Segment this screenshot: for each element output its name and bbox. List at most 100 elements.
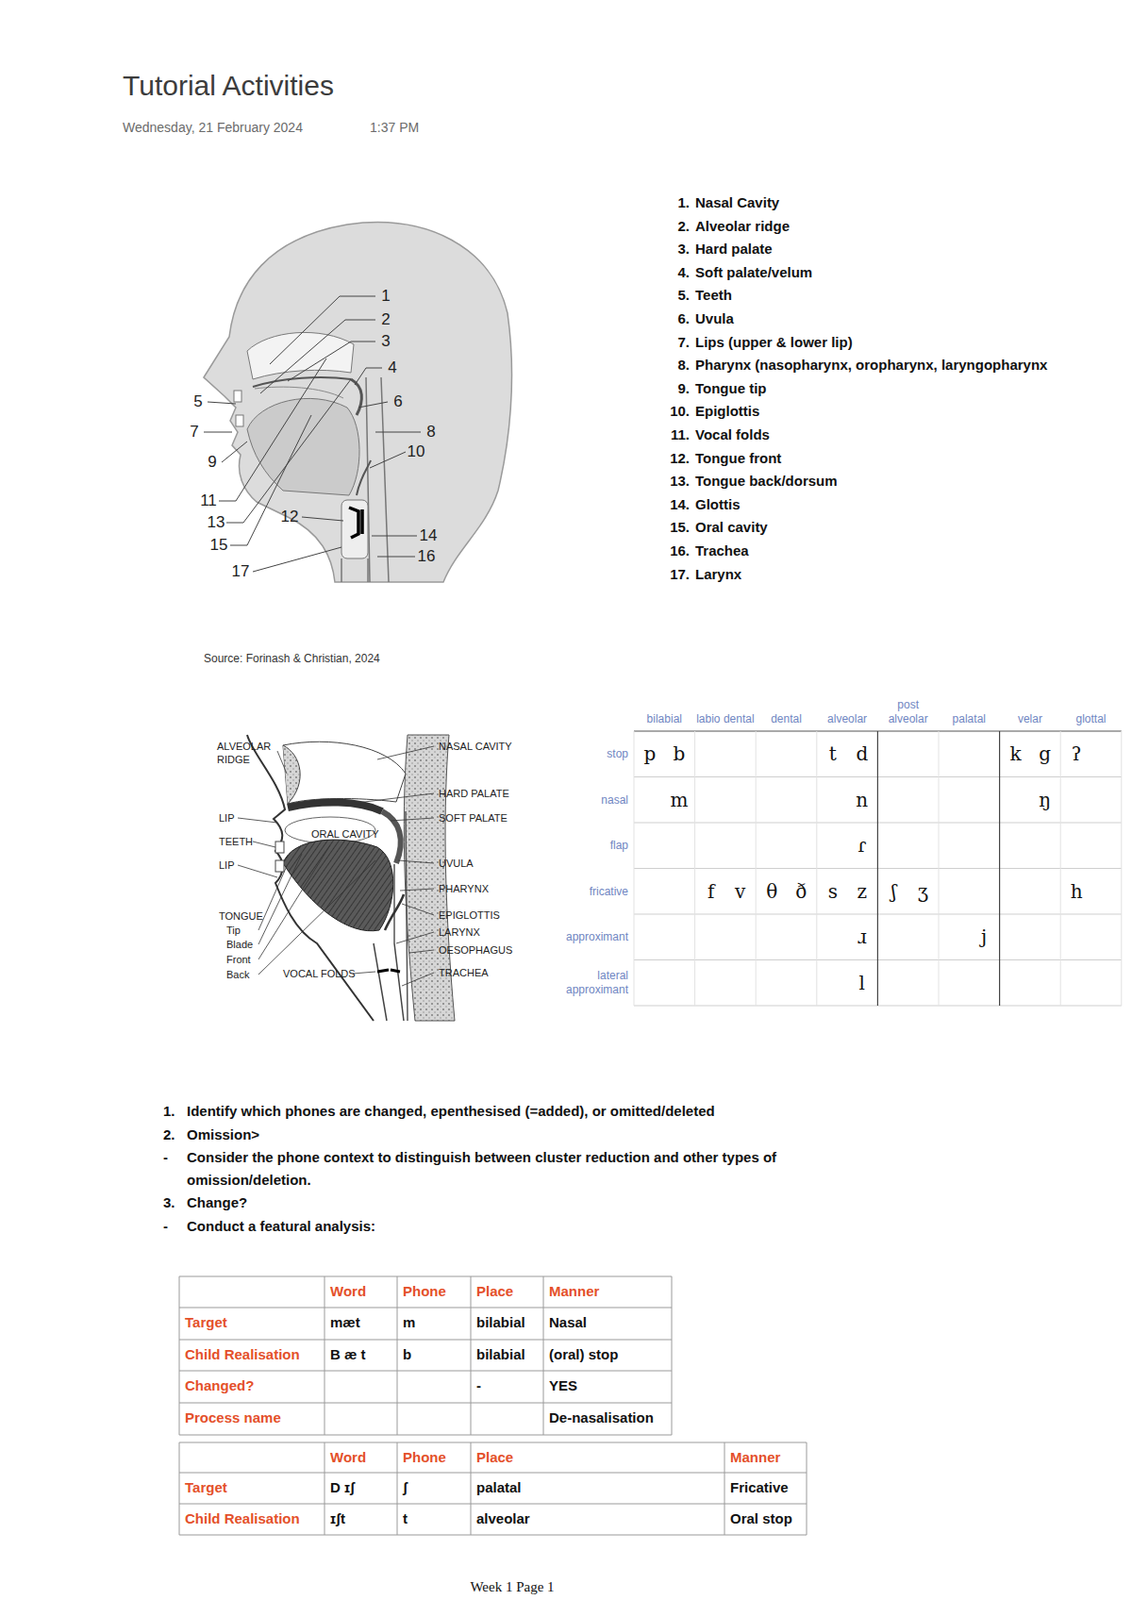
table-cell: ʃ [402, 1479, 408, 1496]
callout-number: 15 [210, 535, 229, 554]
manner-header-box: lateral approximant [552, 968, 629, 998]
list-number: 2. [677, 216, 690, 234]
list-number: 1. [677, 194, 690, 211]
page-title: Tutorial Activities [122, 69, 334, 102]
table-cell: Phone [402, 1282, 447, 1299]
anatomy-label: Tip [226, 924, 241, 936]
manner-header-box: fricative [552, 883, 629, 899]
grid-line [877, 731, 879, 1006]
anatomy-label: EPIGLOTTIS [438, 909, 500, 921]
leader-line [203, 432, 233, 433]
table-cell: m [402, 1314, 416, 1331]
list-number-box: 5. [677, 286, 690, 303]
ipa-symbol-box: ʒ [917, 880, 929, 903]
manner-header-box: approximant [552, 930, 629, 945]
list-number-box: 10. [669, 402, 690, 419]
manner-header: lateral approximant [566, 968, 629, 997]
epiglottis-line [356, 460, 371, 496]
table-cell-box: De-nasalisation [549, 1409, 654, 1426]
table-cell: - [476, 1377, 482, 1394]
callout-number: 8 [426, 422, 435, 441]
part-name-box: Larynx [695, 565, 742, 582]
part-name-box: Uvula [695, 310, 734, 327]
anatomy-label-box: Blade [226, 938, 253, 950]
table-cell: Target [184, 1479, 228, 1496]
place-header: post alveolar [888, 698, 929, 726]
table-cell-box: Manner [549, 1282, 600, 1299]
ipa-symbol: m [670, 788, 689, 812]
grid-line [179, 1276, 181, 1435]
ipa-symbol-box: θ [765, 880, 778, 903]
ipa-symbol: k [1010, 742, 1022, 766]
callout-number-box: 14 [419, 526, 438, 546]
time-text: 1:37 PM [369, 119, 419, 135]
callout-number-box: 4 [387, 358, 397, 378]
manner-header-box: nasal [552, 792, 629, 807]
callout-number-box: 15 [210, 535, 229, 555]
table-cell-box: palatal [476, 1479, 522, 1496]
table-cell-box: Place [476, 1448, 514, 1465]
nasal-cavity-shape [283, 741, 406, 804]
part-name: Pharynx (nasopharynx, oropharynx, laryng… [695, 356, 1048, 373]
grid-line [815, 731, 817, 1006]
part-name-box: Tongue back/dorsum [695, 472, 838, 489]
manner-header: stop [606, 747, 629, 761]
place-header-box: palatal [938, 712, 999, 727]
list-number: 8. [677, 356, 690, 373]
table-cell-box: bilabial [476, 1314, 526, 1331]
table-cell: Child Realisation [184, 1510, 300, 1527]
instruction-marker-box: 2. [163, 1123, 176, 1147]
vocal-folds-mark [349, 507, 363, 538]
anatomy-label: ORAL CAVITY [311, 828, 380, 840]
instruction-text: Identify which phones are changed, epent… [186, 1102, 716, 1119]
ipa-symbol-box: ʔ [1071, 742, 1083, 766]
part-name: Tongue front [695, 449, 782, 466]
callout-number-box: 1 [381, 286, 390, 306]
ipa-symbol-box: n [855, 788, 868, 812]
list-number: 15. [669, 518, 690, 535]
part-name-box: Lips (upper & lower lip) [695, 332, 853, 350]
table-cell: Fricative [730, 1479, 789, 1496]
part-name: Epiglottis [695, 402, 760, 419]
instruction-text-box: Identify which phones are changed, epent… [186, 1099, 876, 1123]
list-number-box: 11. [670, 426, 690, 443]
date-text-box: Wednesday, 21 February 2024 [122, 119, 303, 135]
instruction-text: Change? [186, 1194, 248, 1211]
leader-line [260, 319, 376, 394]
instruction-text: Consider the phone context to distinguis… [186, 1148, 777, 1188]
grid-line [633, 731, 635, 1006]
callout-number-box: 3 [381, 332, 390, 351]
ipa-symbol-box: s [828, 880, 838, 903]
table-cell-box: Child Realisation [184, 1510, 300, 1527]
list-number: 10. [669, 402, 690, 419]
part-name-box: Alveolar ridge [695, 216, 790, 234]
leader-lines [203, 296, 421, 572]
table-cell: Place [476, 1282, 514, 1299]
sagittal-section [247, 734, 455, 1021]
callout-number-box: 5 [193, 392, 202, 412]
table-cell-box: B æ t [330, 1346, 367, 1363]
page-footer-box: Week 1 Page 1 [469, 1579, 554, 1596]
anatomy-label-box: OESOPHAGUS [438, 944, 513, 956]
part-name: Vocal folds [695, 426, 770, 443]
list-number: 9. [677, 379, 690, 396]
table-cell-box: ɪʃt [330, 1510, 346, 1527]
instruction-marker: 2. [163, 1126, 176, 1143]
table-cell: Phone [402, 1448, 447, 1465]
leader-line [377, 556, 416, 558]
list-number-box: 1. [677, 194, 690, 211]
ipa-symbol: ɹ [857, 925, 867, 949]
ipa-symbol: h [1070, 880, 1083, 903]
nasal-bone [283, 745, 300, 804]
larynx-box [341, 499, 368, 559]
leader-line [221, 441, 248, 463]
ipa-symbol: d [855, 742, 868, 766]
ipa-symbol-box: m [670, 788, 689, 812]
ipa-symbol-box: ɹ [857, 925, 867, 949]
anatomy-label: TONGUE [218, 910, 264, 922]
callout-number: 12 [281, 507, 300, 526]
grid-line [179, 1442, 807, 1444]
anatomy-label: OESOPHAGUS [438, 944, 513, 956]
table-cell: alveolar [476, 1510, 531, 1527]
ipa-symbol-box: z [857, 880, 868, 903]
